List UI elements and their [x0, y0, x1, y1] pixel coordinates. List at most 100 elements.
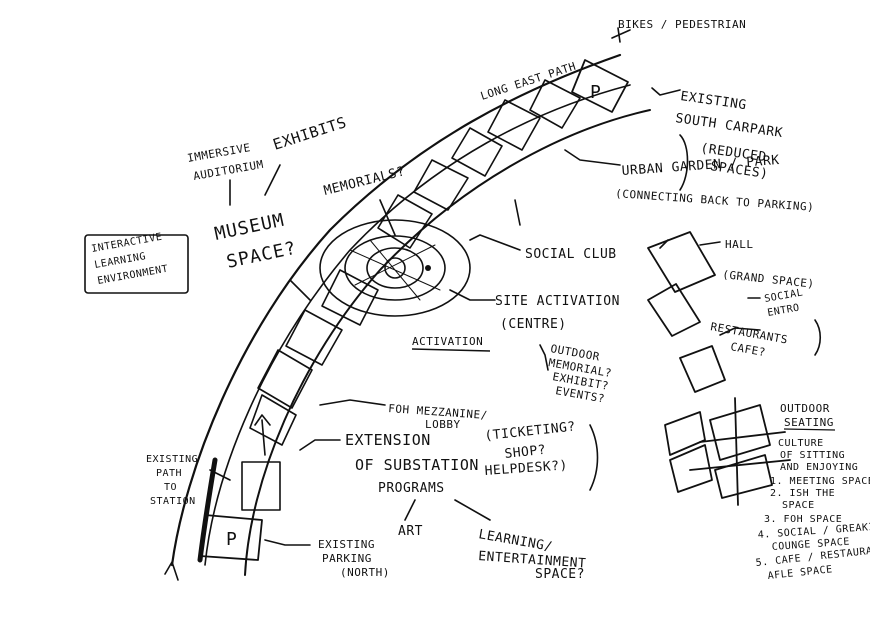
label-parking-north-p: P: [226, 529, 238, 550]
label-parking-south-p: P: [590, 82, 602, 103]
bracket-activation: [539, 344, 549, 371]
block-5: [413, 159, 469, 211]
label-foh-2: LOBBY: [425, 418, 461, 431]
label-existing-path-1: EXISTING: [146, 454, 198, 465]
existing-path-scribble: [197, 457, 218, 563]
arrow-urban-garden-2: [514, 199, 521, 226]
hall-block: [647, 231, 716, 293]
label-bikes-pedestrian: BIKES / PEDESTRIAN: [618, 18, 746, 31]
arrow-existing-parking: [264, 539, 311, 546]
leader-arrows: [164, 27, 761, 581]
restaurant-block: [647, 283, 701, 337]
label-restaurants-2: CAFE?: [729, 340, 766, 359]
label-list-1: 1. MEETING SPACE: [770, 476, 870, 487]
hall-sketch: [647, 231, 726, 393]
activation-mid-ring: [344, 235, 446, 301]
activation-inner-ring: [366, 247, 424, 289]
label-list-2b: SPACE: [782, 500, 815, 511]
label-social-club: SOCIAL CLUB: [525, 247, 617, 262]
label-memorials: MEMORIALS?: [322, 164, 406, 199]
label-existing-carpark-2: SOUTH CARPARK: [674, 111, 783, 141]
bikes-cross-arrow: [611, 27, 631, 43]
label-hall-1: HALL: [725, 238, 754, 251]
arrows-programs-split: [404, 499, 491, 521]
label-extension-2: OF SUBSTATION: [355, 456, 479, 474]
brackets: [84, 134, 822, 491]
label-site-activation-1: SITE ACTIVATION: [495, 294, 620, 309]
block-7: [321, 269, 379, 326]
arrow-memorials: [379, 199, 396, 236]
seating-underline: [783, 428, 836, 431]
arrow-up-corridor: [254, 414, 271, 456]
arrow-extension: [299, 439, 341, 451]
arrow-exhibits: [264, 164, 281, 196]
label-existing-path-3: TO: [164, 482, 177, 493]
label-existing-path-4: STATION: [150, 496, 196, 507]
activation-underline: [411, 348, 491, 352]
activation-dot: [425, 265, 431, 271]
bracket-restaurants: [814, 319, 822, 356]
label-list-4b: COUNGE SPACE: [771, 537, 850, 553]
activation-outer-ring: [319, 219, 471, 317]
seating-block-4: [714, 454, 773, 499]
corridor-outer-edge: [170, 53, 622, 567]
label-ticketing-2: SHOP?: [504, 443, 547, 462]
label-exhibits: EXHIBITS: [271, 113, 349, 154]
block-10: [249, 394, 297, 446]
label-art: ART: [398, 524, 423, 539]
arrow-south-carpark: [651, 87, 681, 96]
label-outdoor-seating-2: SEATING: [784, 416, 834, 429]
label-existing-parking-1: EXISTING: [318, 538, 375, 551]
label-ticketing-1: (TICKETING?: [484, 419, 577, 443]
block-2: [529, 79, 581, 129]
label-culture-2: OF SITTING: [780, 450, 845, 461]
arrow-restaurants: [719, 327, 761, 336]
site-activation-circles: [319, 219, 471, 317]
block-3: [487, 99, 541, 151]
label-list-3: 3. FOH SPACE: [764, 514, 842, 525]
seating-block-3: [709, 404, 771, 461]
activation-scribble: [349, 239, 441, 301]
label-extension-3: PROGRAMS: [378, 481, 445, 496]
arrow-museum: [289, 279, 311, 301]
label-existing-carpark-1: EXISTING: [679, 89, 747, 113]
label-urban-garden-2: (CONNECTING BACK TO PARKING): [615, 187, 815, 214]
label-learning-3: SPACE?: [535, 567, 585, 582]
label-activation: ACTIVATION: [412, 335, 483, 348]
label-social-entro-2: ENTRO: [767, 302, 801, 318]
block-6: [377, 194, 433, 249]
label-culture-1: CULTURE: [778, 438, 824, 449]
label-long-east-path: LONG EAST PATH: [479, 60, 578, 103]
bracket-reduced-spaces: [679, 134, 689, 191]
label-list-5b: AFLE SPACE: [767, 564, 833, 582]
label-existing-path-2: PATH: [156, 468, 182, 479]
label-list-2a: 2. ISH THE: [770, 488, 835, 499]
label-outdoor-seating-1: OUTDOOR: [780, 402, 830, 415]
outdoor-seating-sketch: [664, 397, 791, 506]
block-south-carpark: [571, 59, 629, 113]
block-11: [241, 461, 281, 511]
seating-block-1: [664, 411, 706, 456]
arrow-foh: [319, 399, 386, 406]
seating-block-2: [669, 444, 713, 493]
seating-crosshair: [689, 397, 791, 506]
label-site-activation-2: (CENTRE): [500, 317, 567, 332]
label-extension-1: EXTENSION: [345, 431, 431, 449]
label-culture-3: AND ENJOYING: [780, 462, 858, 473]
arrow-hall: [659, 239, 721, 249]
building-blocks: [199, 59, 629, 561]
block-9: [257, 349, 313, 409]
arrow-path-station: [209, 469, 231, 481]
label-ticketing-3: HELPDESK?): [484, 458, 568, 479]
arrow-site-activation: [449, 289, 496, 301]
label-museum-1: MUSEUM: [213, 210, 287, 245]
block-8: [285, 309, 343, 366]
label-museum-2: SPACE?: [225, 238, 299, 273]
label-existing-parking-3: (NORTH): [340, 566, 390, 579]
activation-core: [384, 257, 406, 279]
block-4: [451, 127, 503, 177]
arrow-urban-garden: [564, 149, 621, 166]
box-interactive-learning: [84, 234, 189, 294]
